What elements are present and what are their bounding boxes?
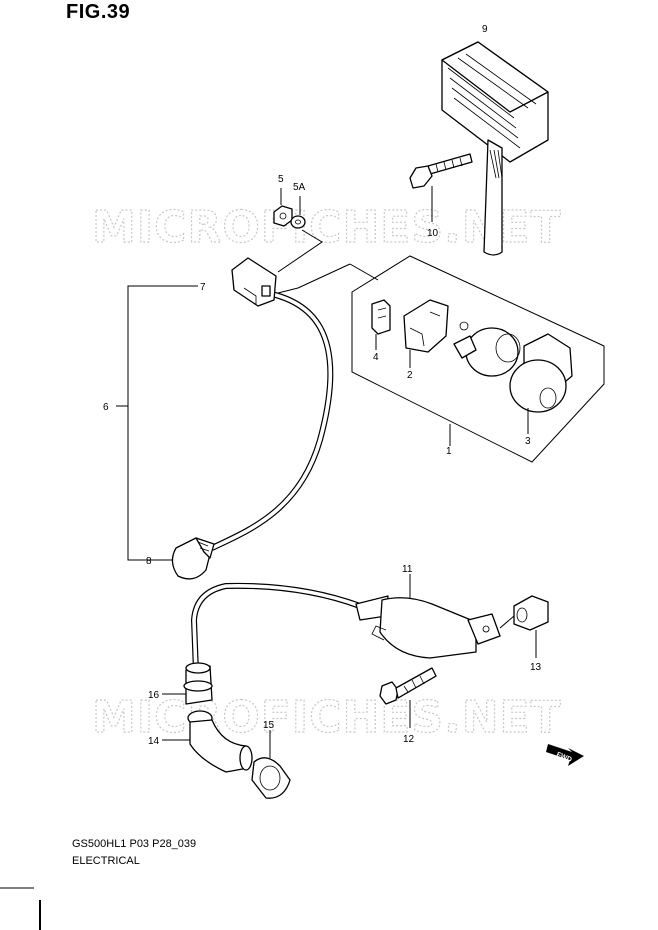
part-5a-washer[interactable] (290, 215, 306, 229)
callout-2: 2 (407, 370, 413, 381)
part-9-regulator-rectifier[interactable] (441, 41, 549, 256)
part-1-assembly-box (351, 255, 605, 463)
part-ignition-cylinder[interactable] (453, 327, 521, 377)
callout-1: 1 (446, 446, 452, 457)
callout-15: 15 (263, 720, 275, 731)
callout-16: 16 (148, 690, 160, 701)
callout-5a: 5A (293, 182, 306, 193)
callout-12: 12 (403, 734, 415, 745)
figure-title: FIG.39 (66, 1, 131, 23)
fwd-arrow-mark: FWD (546, 744, 584, 766)
part-3-switch-cap[interactable] (509, 333, 573, 413)
part-13-spacer[interactable] (513, 595, 549, 631)
callout-5: 5 (278, 174, 284, 185)
part-2-switch-body[interactable] (403, 299, 469, 353)
callout-7: 7 (200, 282, 206, 293)
watermark-top: MICROFICHES.NET (92, 202, 562, 253)
callout-4: 4 (373, 352, 379, 363)
part-15-rubber-cap[interactable] (251, 757, 291, 799)
part-16-grommet[interactable] (183, 662, 213, 705)
part-4-clip[interactable] (371, 299, 391, 335)
callout-8: 8 (146, 556, 152, 567)
part-12-bolt[interactable] (379, 667, 437, 705)
part-7-cap[interactable] (231, 257, 277, 307)
part-14-elbow-boot[interactable] (187, 710, 253, 773)
spacer-to-coil-leader (499, 615, 515, 629)
callout-14: 14 (148, 736, 160, 747)
part-5-nut[interactable] (273, 205, 293, 227)
washer-to-cable-leader (277, 229, 323, 273)
bracket-6 (127, 285, 198, 561)
callout-10: 10 (427, 228, 439, 239)
part-6-high-tension-cord[interactable] (210, 289, 334, 551)
part-11-ignition-coil[interactable] (190, 582, 501, 673)
figure-caption-section: ELECTRICAL (72, 855, 140, 867)
callout-9: 9 (482, 24, 488, 35)
callout-6: 6 (103, 402, 109, 413)
part-10-bolt[interactable] (409, 153, 473, 189)
watermark-bottom: MICROFICHES.NET (92, 692, 562, 743)
callout-11: 11 (402, 564, 413, 575)
part-8-plug-cap[interactable] (171, 537, 215, 580)
callout-13: 13 (530, 662, 542, 673)
callout-3: 3 (525, 436, 531, 447)
figure-caption-code: GS500HL1 P03 P28_039 (72, 838, 197, 850)
